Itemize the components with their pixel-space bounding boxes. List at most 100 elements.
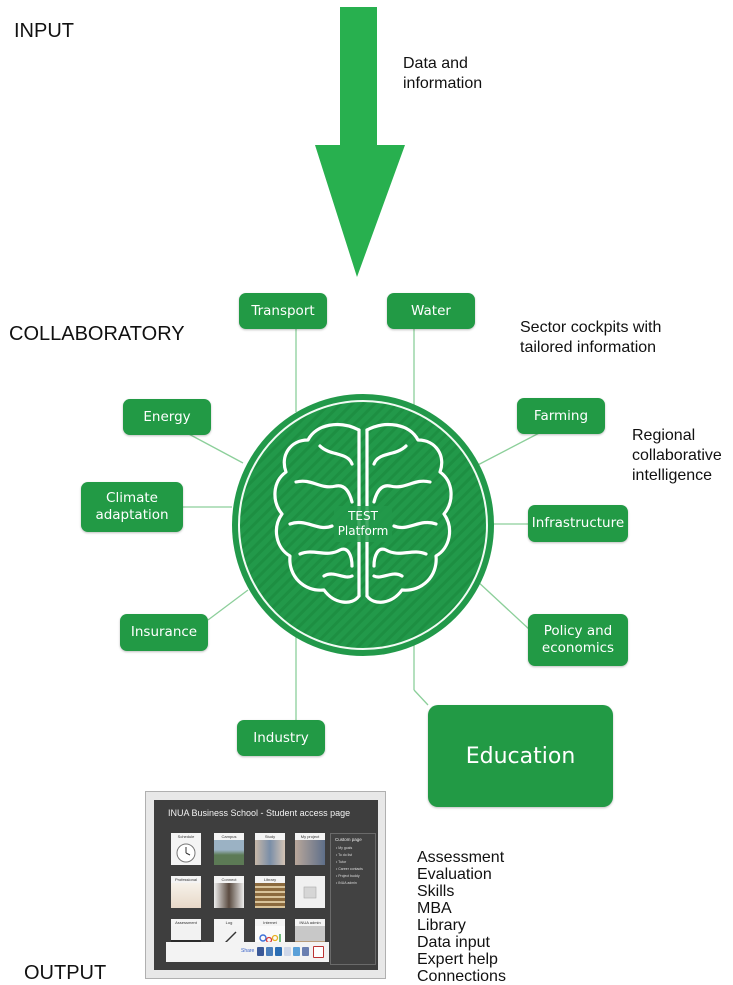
tile-connect: Connect xyxy=(214,876,244,908)
sector-education-label: Education xyxy=(465,743,576,769)
output-item: Library xyxy=(417,917,466,934)
custom-item-label: To do list xyxy=(338,852,352,857)
custom-item-label: INUA admin xyxy=(338,880,357,885)
output-item: Evaluation xyxy=(417,866,492,883)
linkedin-icon xyxy=(266,947,273,956)
twitter-icon xyxy=(293,947,300,956)
custom-item-project-buddy: • Project buddy xyxy=(336,873,360,878)
study-photo-icon xyxy=(255,840,285,865)
collaboratory-label: COLLABORATORY xyxy=(9,323,185,345)
sector-climate-box: Climate adaptation xyxy=(81,482,183,532)
sector-infrastructure-label: Infrastructure xyxy=(531,515,625,531)
student-page-screenshot: INUA Business School - Student access pa… xyxy=(145,791,386,979)
share-bar: Share xyxy=(166,942,329,962)
share-label: Share xyxy=(241,948,255,954)
pdf-icon xyxy=(313,946,324,958)
platform-hub: TEST Platform xyxy=(232,394,494,656)
sector-industry-label: Industry xyxy=(253,729,309,746)
sector-policy-box: Policy and economics xyxy=(528,614,628,666)
tile-library: Library xyxy=(255,876,285,908)
output-item: Connections xyxy=(417,968,506,985)
facebook-icon xyxy=(257,947,264,956)
tile-label: Professional xyxy=(171,876,201,883)
connector-policy xyxy=(475,579,531,631)
tile-blank xyxy=(295,876,325,908)
custom-page-panel: Custom page • My goals • To do list • Tu… xyxy=(330,833,376,965)
sector-water-label: Water xyxy=(411,302,451,319)
connector-farming xyxy=(471,429,546,469)
connector-education-b xyxy=(413,689,429,706)
stumble-icon xyxy=(284,947,291,956)
output-item: MBA xyxy=(417,900,452,917)
tile-campus: Campus xyxy=(214,833,244,865)
sector-transport-label: Transport xyxy=(251,302,315,319)
custom-page-title: Custom page xyxy=(335,837,362,842)
input-arrow xyxy=(315,7,405,277)
sector-water-box: Water xyxy=(387,293,475,329)
connector-insurance xyxy=(207,589,249,621)
sector-infrastructure-box: Infrastructure xyxy=(528,505,628,542)
brain-icon xyxy=(273,422,453,604)
sector-annotation-line1: Sector cockpits with xyxy=(520,319,662,336)
tile-study: Study xyxy=(255,833,285,865)
sector-insurance-label: Insurance xyxy=(130,624,198,640)
sector-energy-label: Energy xyxy=(143,408,191,425)
arrow-annotation: Data and information xyxy=(403,54,482,94)
tile-my-project: My project xyxy=(295,833,325,865)
sector-cockpits-annotation: Sector cockpits with tailored informatio… xyxy=(520,318,661,358)
input-label: INPUT xyxy=(14,20,74,42)
arrow-annotation-line1: Data and xyxy=(403,55,468,72)
sector-transport-box: Transport xyxy=(239,293,327,329)
connector-energy xyxy=(184,431,244,464)
tile-label: Library xyxy=(255,876,285,883)
custom-item-label: Career contacts xyxy=(338,866,363,871)
output-item: Assessment xyxy=(417,849,505,866)
regional-line2: collaborative xyxy=(632,447,722,464)
sector-insurance-box: Insurance xyxy=(120,614,208,651)
student-page-title: INUA Business School - Student access pa… xyxy=(168,808,351,818)
tile-label: Internet xyxy=(255,919,285,926)
books-icon xyxy=(255,883,285,908)
sector-policy-label: Policy and economics xyxy=(541,623,615,656)
sector-industry-box: Industry xyxy=(237,720,325,756)
tile-label: Log xyxy=(214,919,244,926)
tile-label: Schedule xyxy=(171,833,201,840)
tile-schedule: Schedule xyxy=(171,833,201,865)
custom-item-my-goals: • My goals xyxy=(336,845,353,850)
student-page-body: INUA Business School - Student access pa… xyxy=(154,800,378,970)
custom-item-tutor: • Tutor xyxy=(336,859,347,864)
output-item: Expert help xyxy=(417,951,498,968)
tile-label: Study xyxy=(255,833,285,840)
hub-label-line2: Platform xyxy=(338,524,389,538)
project-photo-icon xyxy=(295,840,325,865)
sector-farming-label: Farming xyxy=(533,407,589,424)
output-item: Data input xyxy=(417,934,490,951)
output-label: OUTPUT xyxy=(24,962,107,984)
sector-farming-box: Farming xyxy=(517,398,605,434)
custom-item-label: Tutor xyxy=(338,859,347,864)
tile-label: My project xyxy=(295,833,325,840)
custom-item-career-contacts: • Career contacts xyxy=(336,866,363,871)
tile-label: Campus xyxy=(214,833,244,840)
sector-education-box: Education xyxy=(428,705,613,807)
tile-label: INUA admin xyxy=(295,919,325,926)
custom-item-label: Project buddy xyxy=(338,873,360,878)
tile-professional: Professional xyxy=(171,876,201,908)
sector-annotation-line2: tailored information xyxy=(520,339,657,356)
regional-line3: intelligence xyxy=(632,467,713,484)
digg-icon xyxy=(302,947,309,956)
hub-label-line1: TEST xyxy=(347,509,379,523)
sector-energy-box: Energy xyxy=(123,399,211,435)
custom-item-to-do-list: • To do list xyxy=(336,852,352,857)
delicious-icon xyxy=(275,947,282,956)
regional-annotation: Regional collaborative intelligence xyxy=(632,426,722,486)
professional-photo-icon xyxy=(171,883,201,908)
connect-photo-icon xyxy=(214,883,244,908)
cube-icon xyxy=(295,876,325,908)
arrow-annotation-line2: information xyxy=(403,75,483,92)
tile-label: Connect xyxy=(214,876,244,883)
campus-photo-icon xyxy=(214,840,244,865)
clock-icon xyxy=(171,840,201,865)
custom-item-inua-admin: • INUA admin xyxy=(336,880,357,885)
